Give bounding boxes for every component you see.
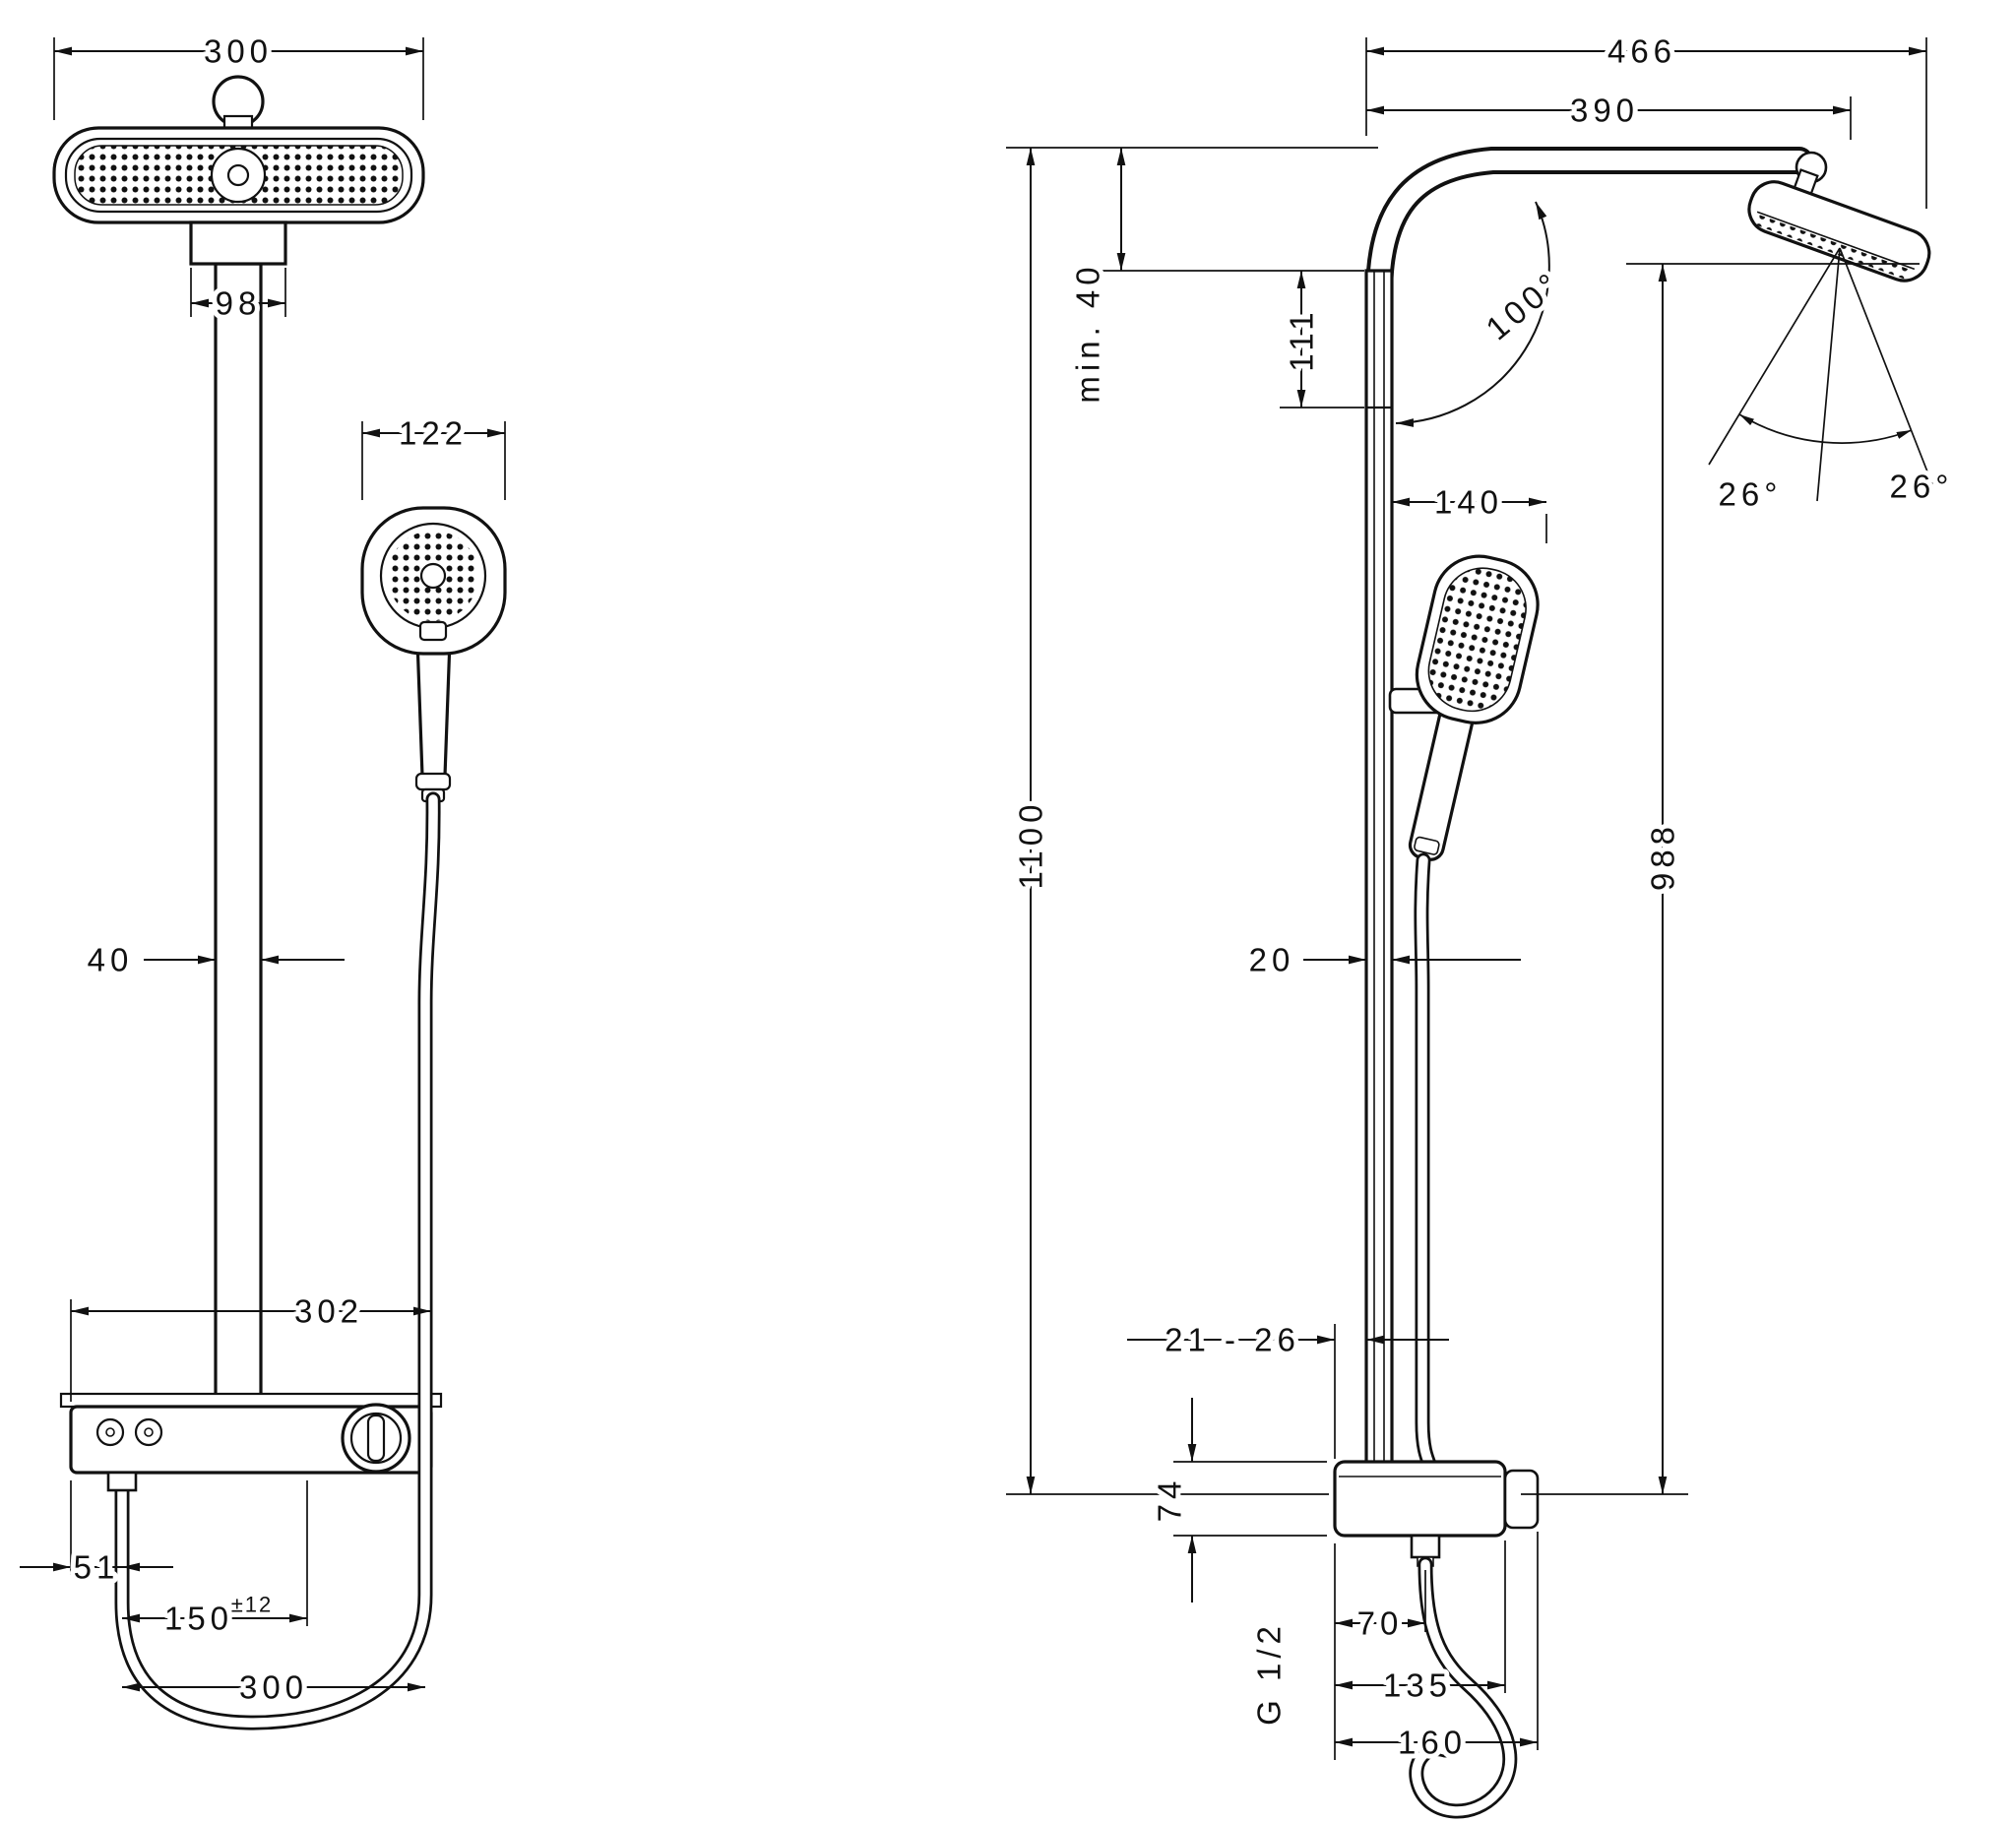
dim-wall-gap-label: 21 - 26 (1165, 1322, 1300, 1358)
dim-escutcheon-width: 98 (190, 268, 286, 327)
dim-valve-depth-label: 135 (1383, 1667, 1452, 1704)
dim-escutcheon-width-label: 98 (216, 285, 262, 322)
dim-ceiling-clearance-label: min. 40 (1070, 262, 1106, 403)
hand-shower-side (1388, 554, 1540, 861)
side-view: 26° 26° (1006, 29, 1954, 1819)
hose-outlet-port (1410, 1534, 1441, 1559)
dim-outlet-offset: 70 (1334, 1543, 1426, 1760)
dim-overhead-width: 300 (53, 29, 424, 120)
wall-bracket-front (189, 220, 287, 266)
dim-inlet-spacing: 150 ±12 (122, 1480, 308, 1642)
front-view: 300 98 122 40 302 51 (20, 29, 507, 1730)
dim-spray-angle-left-label: 26° (1719, 476, 1783, 513)
dim-handshower-width: 122 (361, 410, 506, 500)
dim-body-width-label: 302 (294, 1293, 363, 1330)
dim-inlet-spacing-label: 150 (164, 1601, 233, 1637)
dim-overhead-width-label: 300 (204, 33, 273, 70)
dim-bar-depth-label: 20 (1249, 942, 1295, 978)
dim-arm-reach: 390 (1366, 88, 1852, 140)
select-button (418, 620, 448, 642)
dim-outlet-offset-label: 70 (1357, 1605, 1404, 1642)
dim-wall-gap: 21 - 26 (1127, 1317, 1449, 1459)
hose-connector-front (106, 1471, 138, 1492)
dim-pipe-width: 40 (83, 937, 345, 983)
dim-pipe-width-label: 40 (88, 942, 134, 978)
dim-bar-depth: 20 (1244, 937, 1521, 983)
thermostat-front (59, 1392, 443, 1475)
dim-spray-angle-right-label: 26° (1890, 469, 1954, 505)
dim-handshower-reach: 140 (1392, 479, 1547, 543)
dim-valve-depth: 135 (1335, 1540, 1506, 1709)
spray-cone: 26° 26° (1708, 247, 1954, 518)
hand-shower-front (360, 506, 507, 803)
dim-hose-loop-width-label: 300 (239, 1669, 308, 1706)
overhead-shower-front (52, 75, 425, 224)
dim-total-reach-label: 466 (1607, 33, 1676, 70)
dim-valve-total-depth-label: 160 (1398, 1725, 1467, 1761)
dim-handshower-width-label: 122 (399, 415, 468, 452)
dim-hose-offset: 51 (20, 1480, 173, 1591)
valve-body-side (1333, 1460, 1507, 1538)
dim-head-drop-label: 111 (1284, 307, 1320, 371)
valve-knob-side (1503, 1469, 1540, 1530)
riser-pipe-front (214, 262, 263, 1398)
dim-valve-total-depth: 160 (1335, 1532, 1539, 1766)
dim-ceiling-clearance: min. 40 (1065, 148, 1126, 409)
dim-arm-angle: 100° (1395, 201, 1574, 427)
dim-arm-reach-label: 390 (1570, 93, 1639, 129)
dim-handshower-reach-label: 140 (1434, 484, 1503, 521)
dim-body-width: 302 (70, 1289, 432, 1402)
thread-size-label: G 1/2 (1251, 1621, 1288, 1726)
dim-overall-height-label: 1100 (1013, 800, 1049, 890)
dim-head-drop: 111 (1279, 271, 1364, 409)
dim-total-reach: 466 (1365, 29, 1927, 209)
dim-overall-height: 1100 (1006, 148, 1329, 1495)
dim-arm-angle-label: 100° (1479, 263, 1568, 346)
dim-head-height-label: 988 (1645, 822, 1681, 891)
dim-valve-height: 74 (1147, 1398, 1327, 1603)
dim-valve-height-label: 74 (1152, 1477, 1188, 1523)
dim-hose-offset-label: 51 (74, 1549, 120, 1586)
dim-hose-loop-width: 300 (122, 1665, 425, 1711)
dim-head-height: 988 (1521, 263, 1920, 1495)
shower-hose-front (114, 791, 441, 1730)
thermostat-side (1333, 1460, 1540, 1567)
shower-bar-side (1364, 269, 1394, 1467)
dim-inlet-tolerance-label: ±12 (231, 1593, 274, 1617)
